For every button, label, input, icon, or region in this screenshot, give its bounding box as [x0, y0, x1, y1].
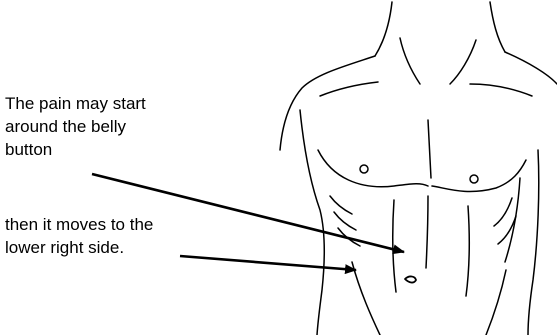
arrow-to-belly-button	[92, 174, 404, 252]
right-arm-inner	[505, 178, 520, 262]
arrow-to-lower-right	[180, 256, 356, 270]
right-abdominal-line	[466, 206, 469, 296]
right-arm-outline	[528, 150, 539, 335]
sternum-line	[428, 120, 431, 178]
left-nipple	[360, 165, 368, 173]
rib-line-right-1	[494, 198, 512, 226]
right-nipple	[470, 175, 478, 183]
neck-right-outline	[490, 2, 505, 52]
right-shoulder-outline	[505, 52, 557, 84]
left-torso-outline	[300, 110, 324, 335]
neck-left-outline	[375, 2, 392, 56]
left-clavicle	[320, 82, 378, 96]
belly-button	[405, 276, 416, 282]
left-shoulder-outline	[280, 56, 375, 150]
left-pectoral-line	[318, 150, 428, 187]
neck-tendon-right	[450, 40, 476, 84]
neck-tendon-left	[400, 38, 420, 84]
left-abdominal-line	[393, 200, 396, 292]
abdominal-midline	[426, 196, 428, 268]
right-clavicle	[470, 84, 532, 96]
right-hip-line	[486, 270, 506, 335]
rib-line-left-2	[334, 212, 356, 230]
right-pectoral-line	[432, 160, 526, 191]
left-hip-line	[352, 262, 380, 335]
rib-line-left-1	[330, 196, 352, 214]
